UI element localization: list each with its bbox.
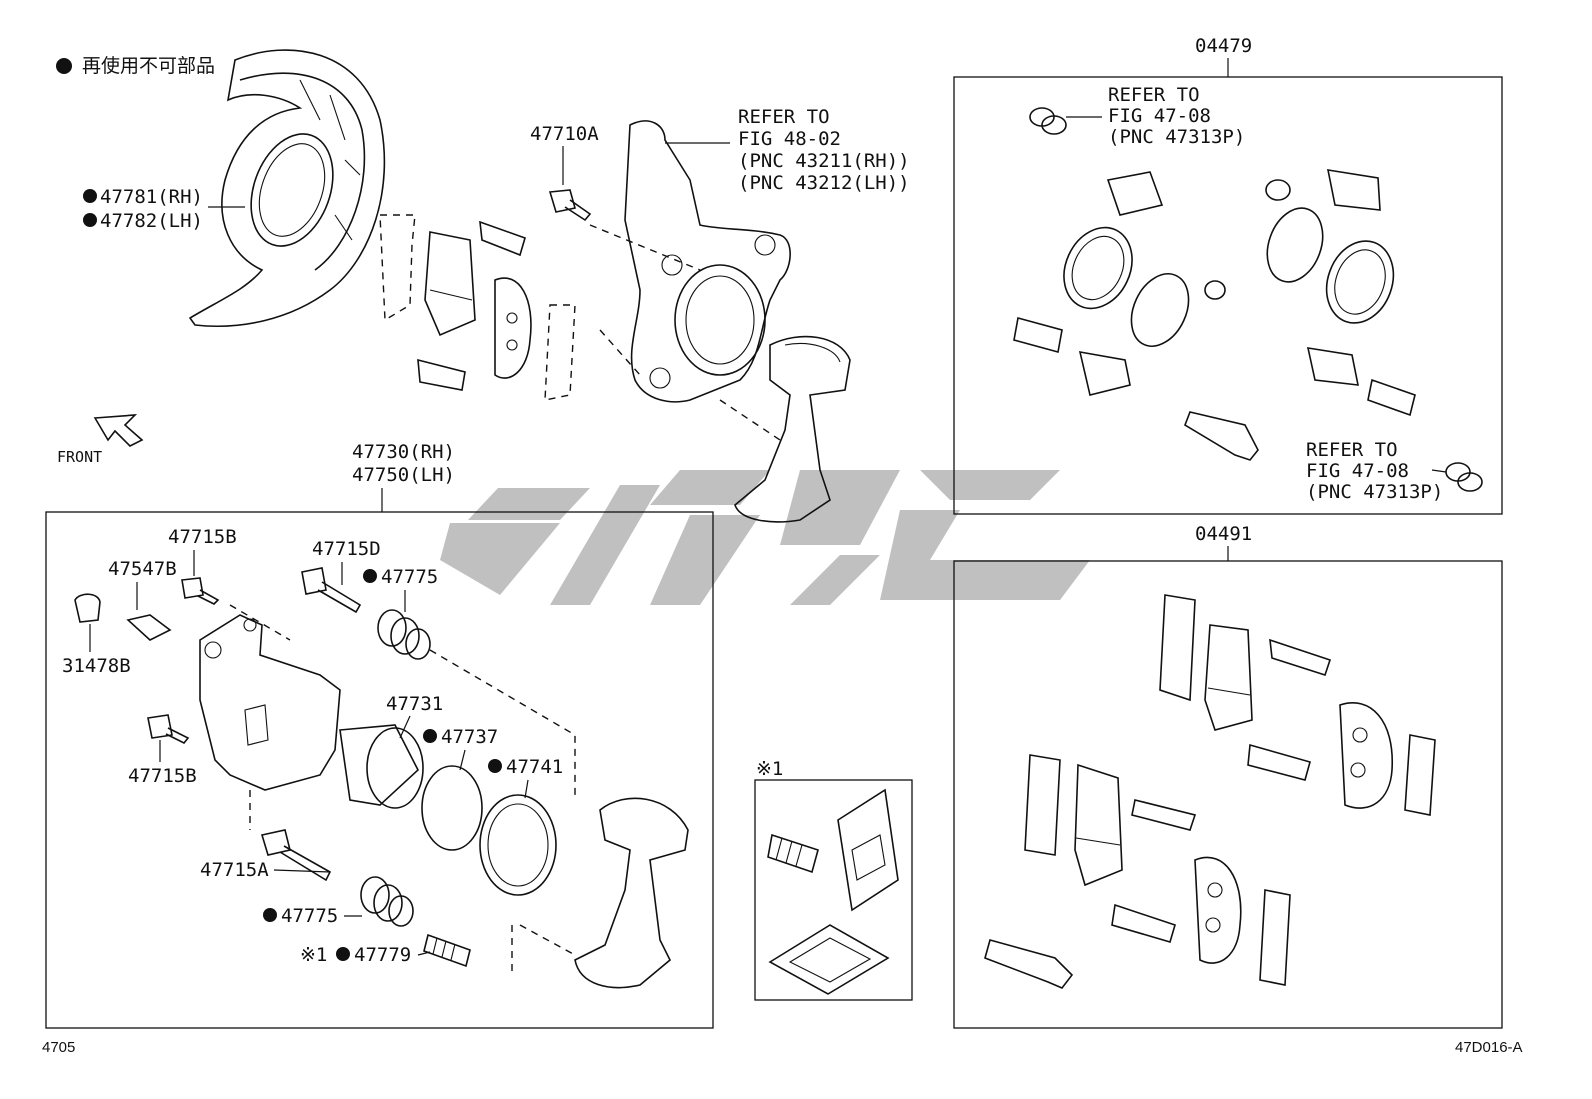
label-47715A: 47715A [200,859,269,881]
boot-47775-top-drawing [377,609,431,660]
watermark-logo [440,470,1090,605]
upper-pad-set-drawing [379,214,576,401]
label-kit-04491: 04491 [1195,523,1252,545]
bleeder-47547B-drawing [126,614,172,641]
piston-47731-drawing [339,724,424,809]
note-box-mark: ※1 [756,758,783,780]
front-label: FRONT [57,448,102,466]
label-47775-top: 47775 [381,566,438,588]
front-arrow-icon [93,414,144,447]
bolt-47710A-drawing [548,189,592,222]
label-47715B-top: 47715B [168,526,237,548]
non-reusable-dot-icon [56,58,72,74]
refer-seal-top-line3: (PNC 47313P) [1108,126,1245,148]
seal-47737-drawing [421,765,483,851]
pin-47715A-drawing [260,829,332,882]
refer-knuckle-line4: (PNC 43212(LH)) [738,172,910,194]
caliper-body-drawing [199,614,341,791]
footer-drawing-code: 47D016-A [1455,1039,1523,1056]
kit-04479-box [953,76,1503,515]
sleeve-47779-drawing [423,933,471,968]
bolt-47715B-top-drawing [181,577,220,605]
boot-47775-bottom-drawing [360,876,414,927]
refer-seal-top-line2: FIG 47-08 [1108,105,1211,127]
steering-knuckle-drawing [624,120,791,403]
label-47781: 47781(RH) [100,186,203,208]
non-reusable-dot-icon [336,947,350,961]
label-47547B: 47547B [108,558,177,580]
label-caliper-lh: 47750(LH) [352,464,455,486]
non-reusable-dot-icon [363,569,377,583]
refer-knuckle-line1: REFER TO [738,106,830,128]
label-47715B-bottom: 47715B [128,765,197,787]
label-caliper-rh: 47730(RH) [352,441,455,463]
label-47782: 47782(LH) [100,210,203,232]
pin-47715D-drawing [301,567,362,614]
refer-seal-bottom-line3: (PNC 47313P) [1306,481,1443,503]
label-47737: 47737 [441,726,498,748]
dust-shield-drawing [188,49,386,328]
kit-04491-box [953,560,1503,1029]
label-47741: 47741 [506,756,563,778]
refer-knuckle-line2: FIG 48-02 [738,128,841,150]
non-reusable-dot-icon [488,759,502,773]
refer-knuckle-line3: (PNC 43211(RH)) [738,150,910,172]
kit-04491-drawing [984,594,1436,989]
label-31478B: 31478B [62,655,131,677]
label-47715D: 47715D [312,538,381,560]
kit-04479-drawing [1013,107,1483,492]
non-reusable-dot-icon [263,908,277,922]
boot-47741-drawing [479,794,557,896]
label-47775-bottom: 47775 [281,905,338,927]
cap-31478B-drawing [74,593,101,623]
footer-page-code: 4705 [42,1039,75,1056]
refer-seal-bottom-line2: FIG 47-08 [1306,460,1409,482]
bolt-47715B-bottom-drawing [147,714,190,745]
label-47710A: 47710A [530,123,599,145]
non-reusable-dot-icon [83,189,97,203]
label-47731: 47731 [386,693,443,715]
mounting-bracket-lower-drawing [574,797,689,989]
mounting-bracket-upper-drawing [734,335,851,523]
caliper-assembly-box [45,511,714,1029]
label-47779: 47779 [354,944,411,966]
refer-seal-bottom-line1: REFER TO [1306,439,1398,461]
non-reusable-dot-icon [83,213,97,227]
non-reusable-dot-icon [423,729,437,743]
label-kit-04479: 04479 [1195,35,1252,57]
note-1-box [754,779,913,1001]
legend-text: 再使用不可部品 [82,55,215,77]
note-mark-47779: ※1 [300,944,327,966]
note-1-contents-drawing [767,788,899,995]
refer-seal-top-line1: REFER TO [1108,84,1200,106]
